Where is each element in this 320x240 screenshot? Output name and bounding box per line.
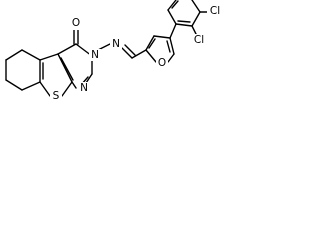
- atom-o-furan: O: [158, 57, 166, 69]
- atom-cl-bottom: Cl: [194, 34, 204, 46]
- cyclohexane-ring: [5, 49, 41, 91]
- atom-n-ring: N: [91, 49, 99, 61]
- atom-cl-top: Cl: [210, 5, 220, 17]
- furan-ring: [145, 35, 175, 63]
- chemical-structure-diagram: O N N N S O Cl Cl: [5, 0, 223, 102]
- atom-s-thiophene: S: [53, 90, 60, 102]
- atom-o-carbonyl: O: [72, 17, 80, 29]
- atom-labels: O N N N S O Cl Cl: [50, 5, 223, 102]
- atom-n-imine: N: [112, 38, 120, 50]
- thiophene-ring: [39, 53, 73, 97]
- pyrimidinone-ring: [57, 27, 93, 89]
- atom-n-pyrimidine: N: [80, 82, 88, 94]
- dichlorophenyl-ring: [167, 0, 211, 39]
